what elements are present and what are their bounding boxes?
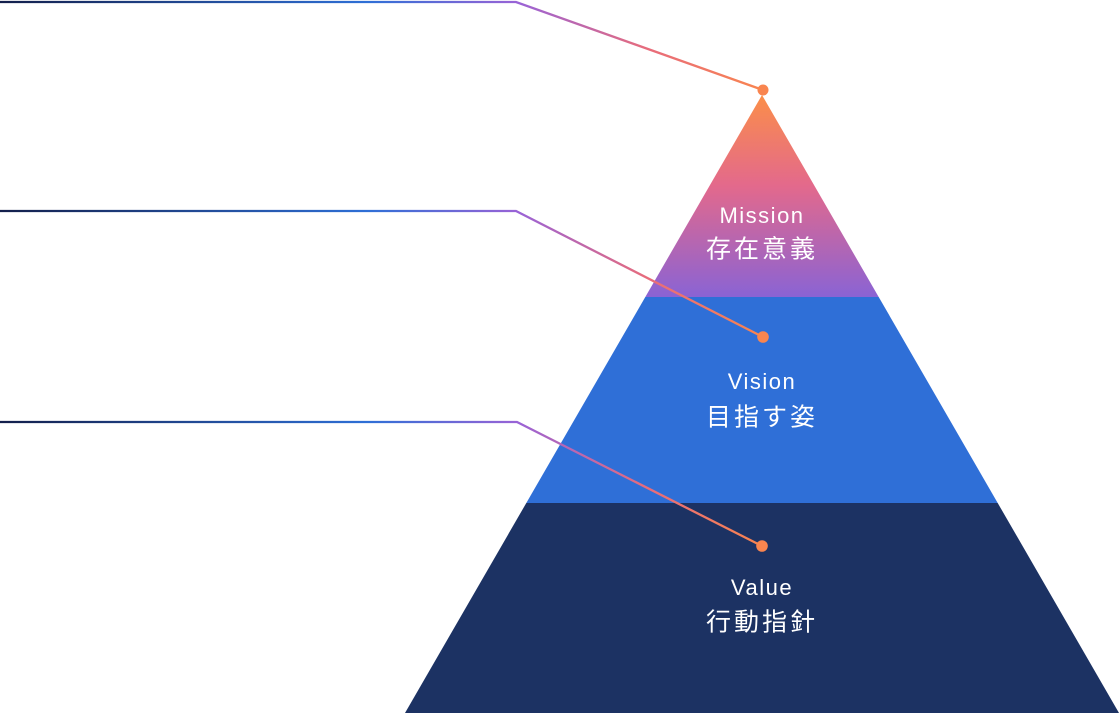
value-label-ja: 行動指針 <box>705 608 819 637</box>
connector-line-value <box>0 420 763 548</box>
connector-line-mission <box>0 0 764 92</box>
vision-label-ja: 目指す姿 <box>705 403 819 432</box>
pyramid-layer-value <box>405 503 1119 713</box>
connector-dot-value <box>756 540 768 552</box>
connector-dot-mission <box>757 84 769 96</box>
connector-dot-vision <box>757 331 769 343</box>
mission-label-ja: 存在意義 <box>705 235 819 264</box>
pyramid-layer-mission <box>645 95 879 297</box>
mission-label-en: Mission <box>719 203 805 228</box>
pyramid-layer-vision <box>526 297 998 503</box>
vision-label-en: Vision <box>727 369 797 394</box>
connector-line-vision <box>0 209 764 339</box>
value-label-en: Value <box>730 575 794 600</box>
